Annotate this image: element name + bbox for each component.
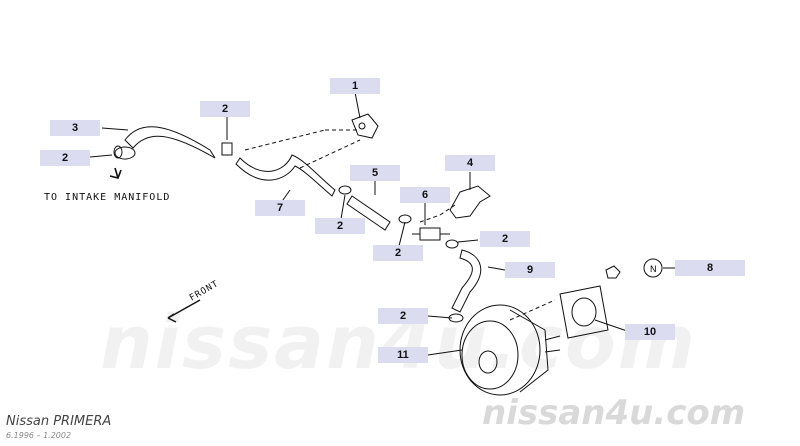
leader-2f (427, 315, 453, 319)
leader-3 (101, 127, 129, 131)
connector-1-hole (358, 122, 366, 130)
check-valve-6 (419, 227, 441, 241)
dash-4 (419, 214, 441, 223)
clamp-2e (445, 239, 459, 249)
booster-center (478, 350, 498, 374)
callout-7[interactable]: 7 (255, 200, 305, 216)
intake-arrow (109, 167, 122, 179)
bracket-4 (449, 185, 491, 219)
tube-7 (235, 154, 336, 197)
callout-10[interactable]: 10 (625, 324, 675, 340)
hose-5 (346, 195, 391, 231)
n-symbol: N (650, 264, 657, 274)
model-name: Nissan PRIMERA (6, 414, 112, 429)
brake-booster-11 (459, 304, 541, 396)
callout-2-mid[interactable]: 2 (315, 218, 365, 234)
callout-2-right[interactable]: 2 (480, 231, 530, 247)
callout-2-lower[interactable]: 2 (373, 245, 423, 261)
dash-5 (439, 204, 456, 216)
nut-8 (605, 265, 621, 279)
callout-6[interactable]: 6 (400, 187, 450, 203)
callout-2-top[interactable]: 2 (200, 101, 250, 117)
watermark-small: nissan4u.com (482, 393, 746, 433)
clamp-2c (338, 185, 352, 195)
gasket-10 (559, 285, 609, 339)
booster-rear (509, 309, 549, 393)
n-symbol-circle (643, 258, 663, 278)
callout-2-bottom[interactable]: 2 (378, 308, 428, 324)
clamp-2d (398, 214, 412, 224)
dash-1 (244, 129, 326, 151)
production-dates: 6.1996 – 1.2002 (6, 431, 72, 440)
leader-9 (487, 266, 506, 271)
leader-11 (427, 349, 463, 356)
connector-1 (351, 113, 379, 139)
clamp-2b (221, 142, 233, 156)
intake-note: TO INTAKE MANIFOLD (44, 192, 171, 203)
hose-9 (451, 249, 482, 313)
front-arrow (167, 299, 201, 323)
leader-1 (354, 91, 361, 119)
hose-3 (124, 126, 216, 159)
callout-3[interactable]: 3 (50, 120, 100, 136)
dash-6 (509, 299, 556, 321)
leader-10 (594, 319, 631, 333)
callout-11[interactable]: 11 (378, 347, 428, 363)
booster-inner-ring (461, 320, 519, 390)
leader-2a (89, 154, 113, 158)
leader-2e (457, 239, 479, 243)
callout-8[interactable]: 8 (675, 260, 745, 276)
callout-9[interactable]: 9 (505, 262, 555, 278)
gasket-hole (571, 297, 597, 327)
clamp-2a (114, 146, 136, 160)
callout-4[interactable]: 4 (445, 155, 495, 171)
clamp-2f (448, 313, 464, 323)
clamp-2a-end (113, 145, 123, 159)
callout-1[interactable]: 1 (330, 78, 380, 94)
callout-2-left[interactable]: 2 (40, 150, 90, 166)
dash-3 (299, 139, 361, 169)
callout-5[interactable]: 5 (350, 165, 400, 181)
